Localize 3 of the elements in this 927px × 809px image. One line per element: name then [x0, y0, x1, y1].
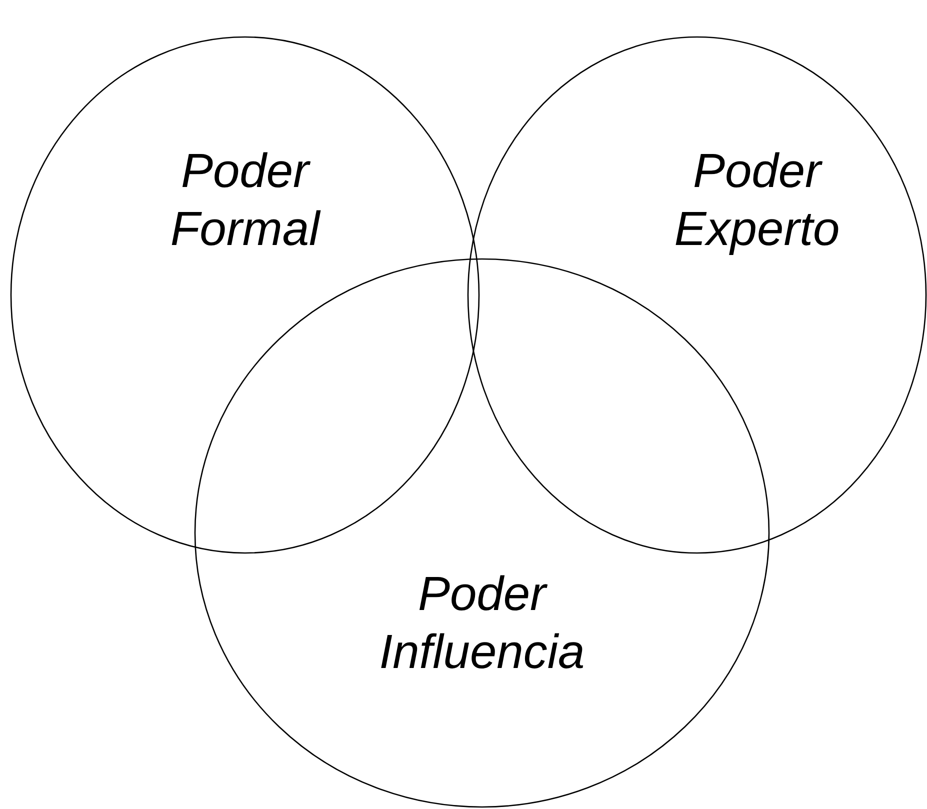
circle-label: Poder Experto [673, 144, 841, 258]
circle-label: Poder Influencia [378, 567, 586, 681]
circle-label: Poder Formal [169, 144, 322, 258]
